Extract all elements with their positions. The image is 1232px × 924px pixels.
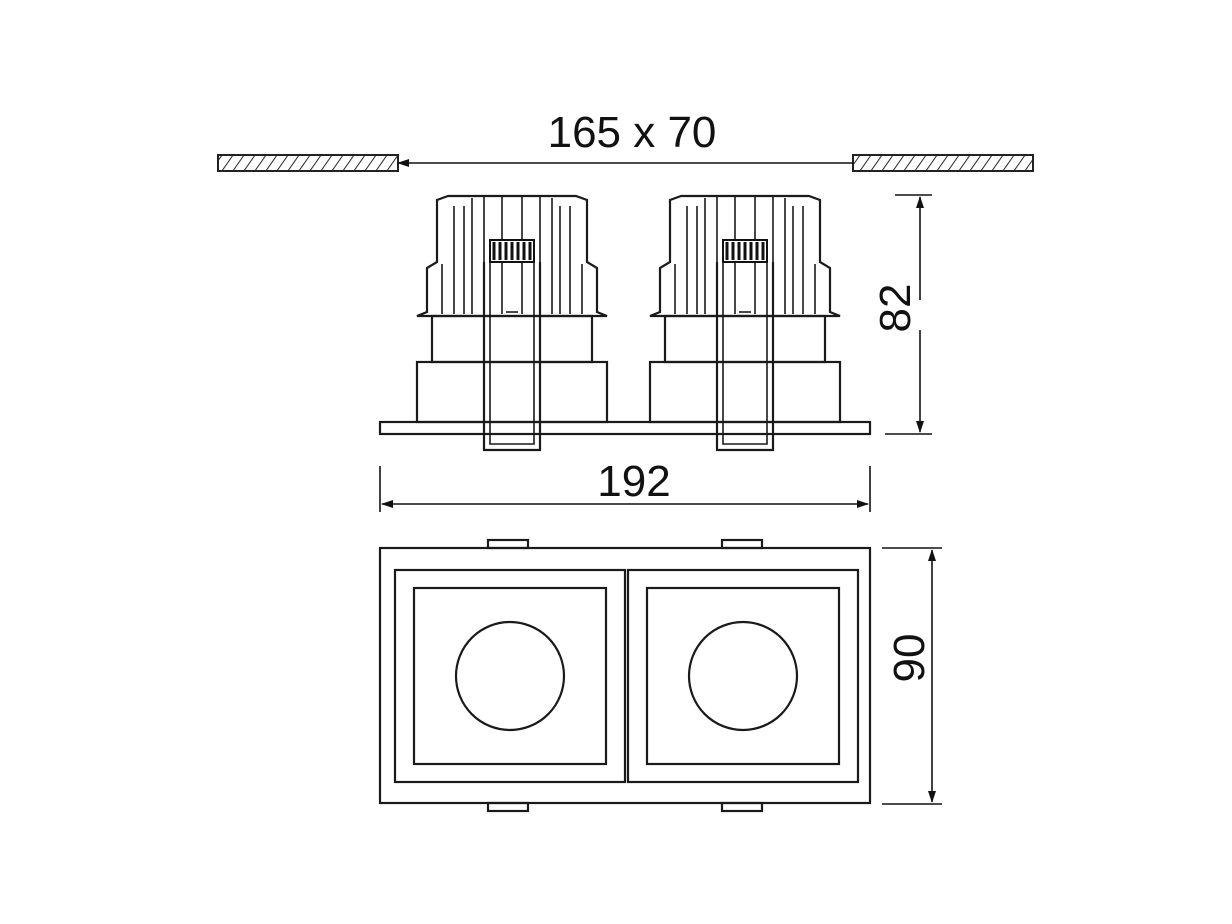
depth-dimension bbox=[882, 547, 942, 805]
downlight-module-left bbox=[415, 194, 609, 452]
ceiling-section-left bbox=[217, 154, 399, 172]
lamp-cell-left bbox=[393, 568, 627, 784]
side-view bbox=[378, 194, 872, 452]
height-dimension bbox=[885, 194, 932, 435]
lamp-cell-right bbox=[626, 568, 860, 784]
cutout-dimension-label: 165 x 70 bbox=[548, 108, 717, 157]
width-dimension-label: 192 bbox=[597, 457, 670, 506]
mounting-frame-top bbox=[378, 546, 872, 805]
mounting-frame-side bbox=[378, 420, 872, 436]
depth-dimension-label: 90 bbox=[885, 634, 934, 683]
height-dimension-label: 82 bbox=[871, 284, 920, 333]
ceiling-section-right bbox=[852, 154, 1034, 172]
width-dimension bbox=[379, 466, 871, 512]
top-view bbox=[378, 538, 872, 813]
downlight-module-right bbox=[648, 194, 842, 452]
